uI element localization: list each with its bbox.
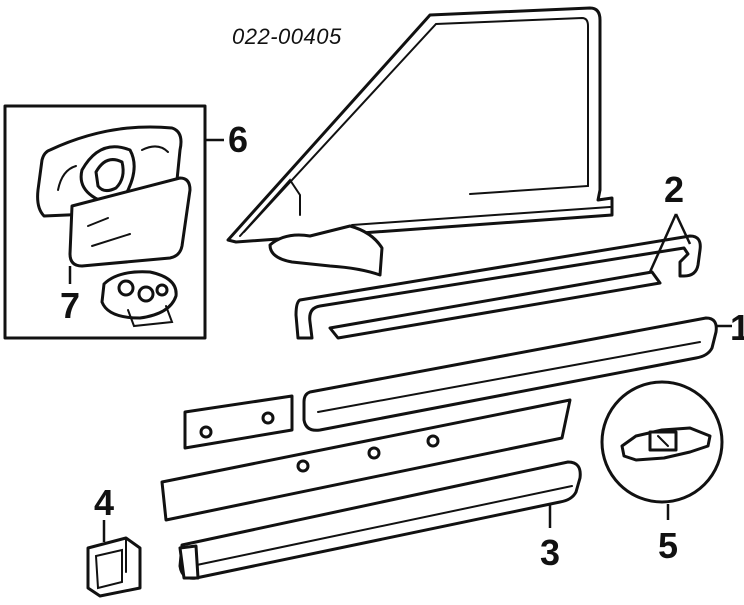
door-inner-panel — [268, 224, 384, 277]
detail-circle-part-5 — [600, 380, 724, 504]
lower-moulding-part-3 — [178, 460, 582, 580]
callout-labels: 1 2 3 4 5 6 7 — [60, 119, 744, 573]
callout-5: 5 — [658, 525, 678, 566]
callout-4: 4 — [94, 482, 114, 523]
callout-3: 3 — [540, 532, 560, 573]
callout-6: 6 — [228, 119, 248, 160]
belt-weatherstrip-part-2 — [294, 234, 702, 340]
door-moulding-part-1 — [302, 316, 718, 432]
reference-code: 022-00405 — [232, 24, 342, 49]
trim-strip-long — [160, 398, 572, 522]
door-window-frame — [226, 6, 614, 244]
clip-part-4 — [86, 536, 142, 598]
leader-lines — [68, 138, 732, 542]
callout-2: 2 — [664, 169, 684, 210]
callout-1: 1 — [730, 307, 744, 348]
callout-7: 7 — [60, 285, 80, 326]
mirror-box — [3, 104, 207, 340]
trim-strip-front — [183, 394, 294, 450]
